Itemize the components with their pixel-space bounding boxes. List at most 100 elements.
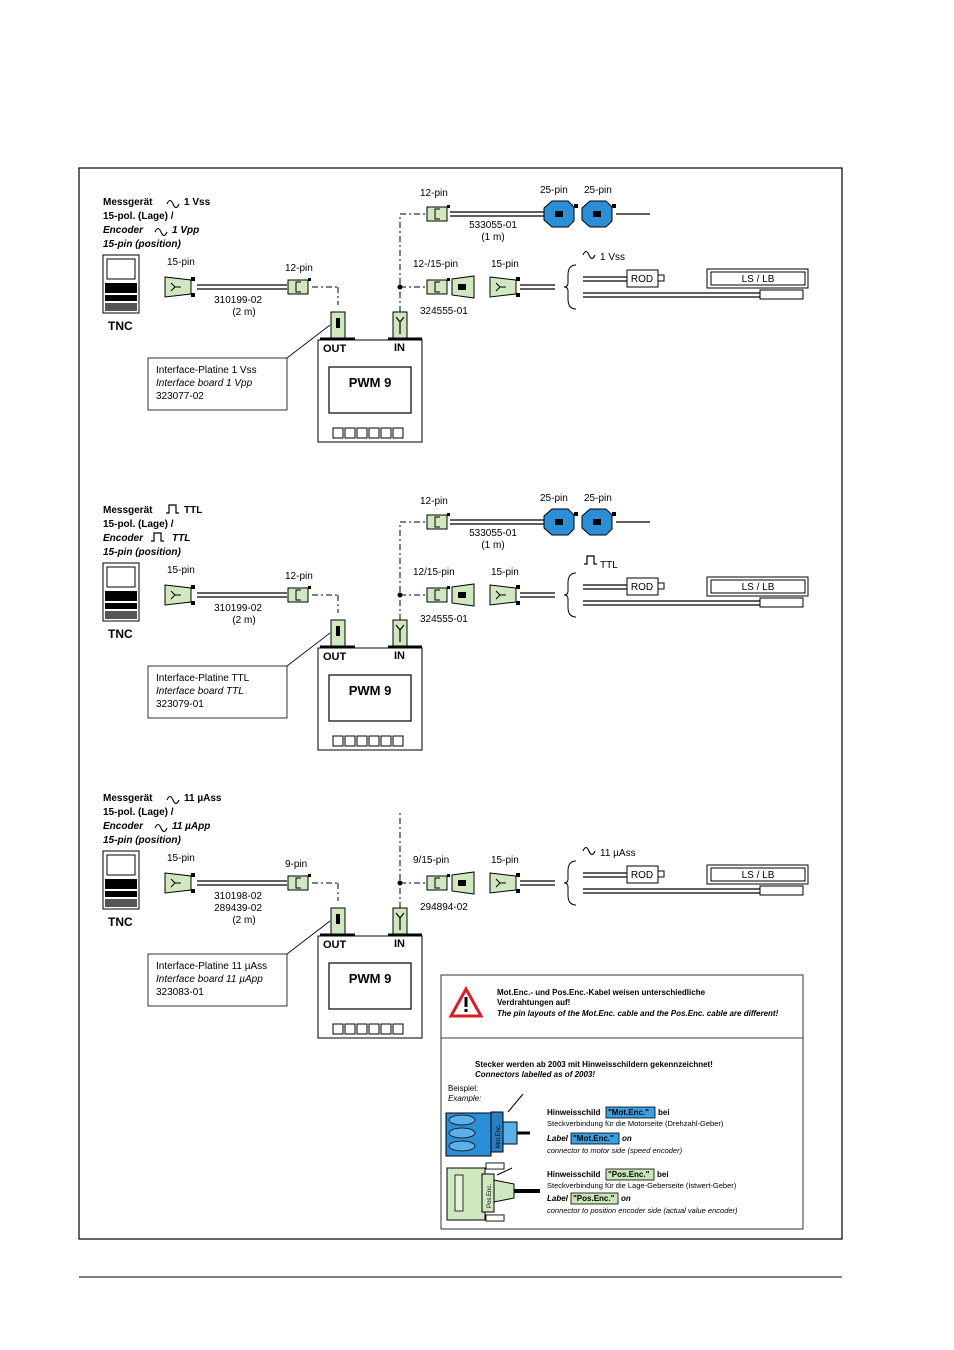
dsub-pin [516, 293, 520, 297]
plug-connector [287, 875, 309, 891]
pin-label: 9/15-pin [413, 855, 449, 866]
dsub-mark [170, 282, 181, 292]
pwm-key [368, 735, 380, 747]
pin-label: 15-pin [491, 855, 519, 866]
scanning-head [759, 885, 804, 896]
sine-wave-icon [582, 250, 596, 260]
pin-label: 25-pin [584, 185, 612, 196]
dsub-pin [516, 889, 520, 893]
tnc-keys [105, 611, 137, 619]
dsub-pin [191, 601, 195, 605]
pwm-display [328, 962, 412, 1010]
connector-rib [448, 1114, 476, 1126]
pwm-label: PWM 9 [349, 971, 392, 986]
pwm-key [392, 735, 404, 747]
note-text: connector to motor side (speed encoder) [547, 1146, 683, 1155]
note-text: Hinweisschild [547, 1108, 600, 1117]
connector-boot [493, 1179, 515, 1203]
cable-number: 310199-02 [214, 603, 262, 614]
blue-connector-pin [612, 204, 616, 208]
plug-connector [287, 587, 309, 603]
warning-text: Verdrahtungen auf! [497, 998, 570, 1007]
encoder-signal: 11 µAss [600, 848, 636, 859]
dsub-mark [495, 590, 506, 600]
cable-line [496, 1167, 513, 1176]
board-connector-mark [336, 626, 340, 636]
pin-label: 12/15-pin [413, 567, 455, 578]
plug-pin [447, 874, 450, 877]
board-name-en: Interface board 1 Vpp [156, 378, 253, 389]
out-label: OUT [323, 939, 347, 951]
plug-pin [308, 586, 311, 589]
tnc-keys [105, 891, 137, 897]
title-de: Messgerät [103, 197, 153, 208]
note-example: Example: [448, 1094, 481, 1103]
title-en: Encoder [103, 225, 144, 236]
title-line2: 15-pol. (Lage) / [103, 807, 174, 818]
interface-board-box [147, 665, 288, 719]
pin-label: 12-pin [285, 263, 313, 274]
pwm-key [392, 1023, 404, 1035]
pwm-label: PWM 9 [349, 683, 392, 698]
pin-label: 25-pin [584, 493, 612, 504]
dsub-mark [170, 878, 181, 888]
warning-panel: Mot.Enc.- und Pos.Enc.-Kabel weisen unte… [440, 974, 804, 1230]
pwm-label: PWM 9 [349, 375, 392, 390]
cable-line [286, 920, 331, 955]
title-de: Messgerät [103, 505, 153, 516]
adapter-mark [458, 284, 466, 290]
sine-wave-icon [166, 199, 180, 209]
board-name-de: Interface-Platine TTL [156, 673, 250, 684]
board-connector-mark [395, 316, 405, 334]
title-signal-en: TTL [172, 533, 190, 544]
dsub-mark [495, 878, 506, 888]
title-en: Encoder [103, 821, 144, 832]
connector-nut [502, 1121, 518, 1145]
cable-line [286, 324, 331, 359]
cable-number: 310198-02 [214, 891, 262, 902]
title-signal-en: 1 Vpp [172, 225, 199, 236]
warning-text: Mot.Enc.- und Pos.Enc.-Kabel weisen unte… [497, 988, 706, 997]
plug-pin [308, 874, 311, 877]
blue-connector-pin [574, 204, 578, 208]
plug-pin [447, 513, 450, 516]
title-en: Encoder [103, 533, 144, 544]
pin-label: 12-pin [420, 188, 448, 199]
out-label: OUT [323, 651, 347, 663]
outer-frame [78, 167, 843, 1240]
dsub-pin [516, 277, 520, 281]
pin-label: 12-pin [420, 496, 448, 507]
pin-label: 15-pin [167, 853, 195, 864]
brace [563, 572, 577, 618]
pos-enc-label-chip [570, 1192, 619, 1205]
board-connector-mark [336, 914, 340, 924]
warning-text: The pin layouts of the Mot.Enc. cable an… [497, 1009, 779, 1018]
dsub-pin [516, 873, 520, 877]
pin-label: 12-/15-pin [413, 259, 458, 270]
adapter-mark [458, 880, 466, 886]
blue-connector-pin [574, 512, 578, 516]
square-wave-icon [584, 555, 597, 565]
note-title-de: Stecker werden ab 2003 mit Hinweisschild… [475, 1060, 713, 1069]
board-connector-mark [395, 624, 405, 642]
brace [563, 860, 577, 906]
encoder-signal: 1 Vss [600, 252, 625, 263]
plug-connector [426, 279, 448, 295]
connector-rib [448, 1140, 476, 1152]
dsub-pin [191, 585, 195, 589]
cable-number: 324555-01 [420, 614, 468, 625]
pwm-key [356, 735, 368, 747]
pos-enc-label-chip [605, 1168, 655, 1181]
note-example: Beispiel: [448, 1084, 478, 1093]
board-name-de: Interface-Platine 1 Vss [156, 365, 257, 376]
blue-connector-mark [593, 211, 601, 217]
cable-length: (2 m) [232, 307, 255, 318]
title-signal-de: 11 µAss [184, 793, 222, 804]
note-text: Label [547, 1134, 569, 1143]
pwm-key [392, 427, 404, 439]
board-name-en: Interface board 11 µApp [156, 974, 263, 985]
plug-socket-mark [434, 281, 440, 293]
